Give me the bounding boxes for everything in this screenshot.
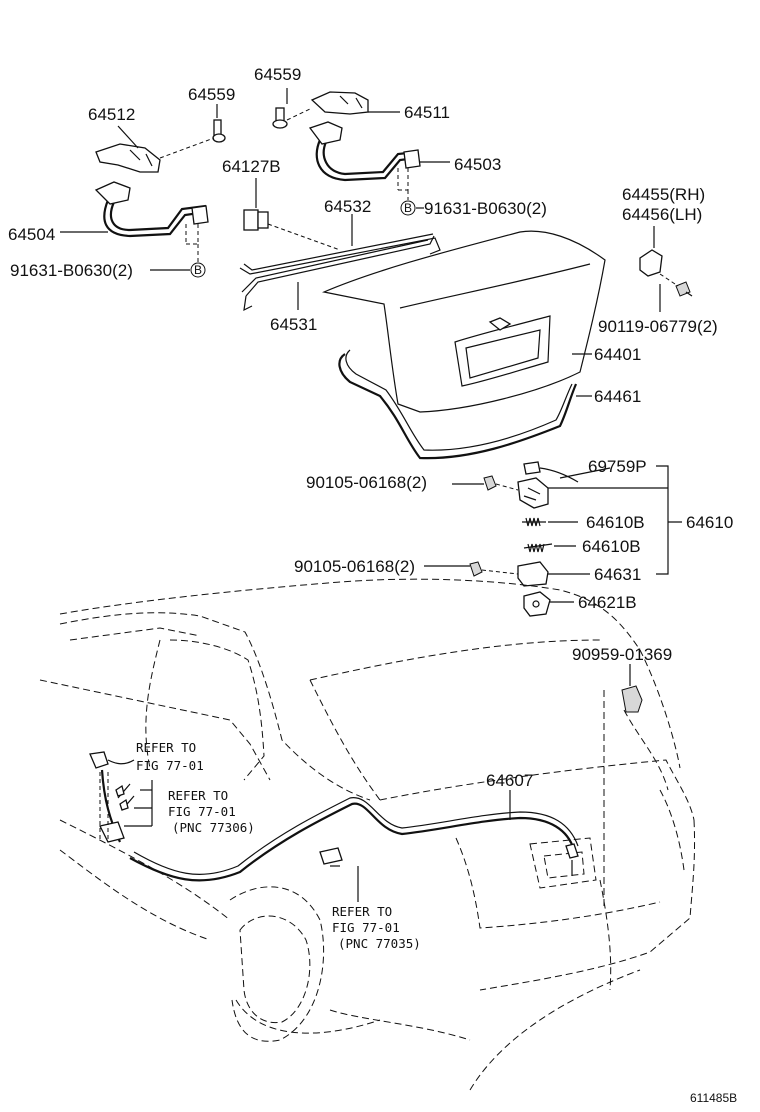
part-64631-cylinder [517, 561, 590, 587]
b-marker-a: B [400, 200, 424, 216]
label-90959: 90959-01369 [572, 645, 672, 664]
part-64127b-clip [243, 178, 341, 251]
label-64531: 64531 [270, 315, 317, 334]
part-64621b-bracket [523, 591, 574, 617]
ref2-parts [115, 780, 153, 827]
label-64127b: 64127B [222, 157, 281, 176]
label-90105-b: 90105-06168(2) [294, 557, 415, 576]
ref2-line3: (PNC 77306) [172, 820, 255, 835]
part-90105-bolt-b [424, 561, 519, 577]
label-64504: 64504 [8, 225, 55, 244]
b-marker-text: B [404, 201, 412, 215]
label-64503: 64503 [454, 155, 501, 174]
part-64503-hinge-arm [308, 121, 450, 200]
label-91631-a: 91631-B0630(2) [424, 199, 547, 218]
part-64559-bolt-b [159, 104, 226, 159]
part-64511-hinge [310, 91, 400, 115]
label-90105-a: 90105-06168(2) [306, 473, 427, 492]
ref1-line2: FIG 77-01 [136, 758, 204, 773]
label-91631-b: 91631-B0630(2) [10, 261, 133, 280]
part-90105-bolt-a [452, 475, 519, 491]
car-body-outline [39, 578, 696, 1091]
part-64610-lock [517, 477, 596, 509]
label-64456-lh: 64456(LH) [622, 205, 702, 224]
part-64531-torsion-bar [241, 235, 435, 312]
label-64610b-a: 64610B [586, 513, 645, 532]
b-marker-b: B [150, 262, 206, 278]
part-64610b-spring-a [522, 517, 578, 527]
label-64455-rh: 64455(RH) [622, 185, 705, 204]
part-64461-weatherstrip [338, 349, 592, 460]
svg-text:B: B [194, 263, 202, 277]
label-64512: 64512 [88, 105, 135, 124]
ref1-line1: REFER TO [136, 740, 196, 755]
label-64401: 64401 [594, 345, 641, 364]
label-64610: 64610 [686, 513, 733, 532]
label-90119: 90119-06779(2) [598, 317, 718, 336]
ref1-leader [99, 759, 135, 840]
label-64461: 64461 [594, 387, 641, 406]
part-90119-bolt [659, 273, 693, 312]
bracket-64610 [596, 465, 682, 575]
label-69759p: 69759P [588, 457, 647, 476]
label-64621b: 64621B [578, 593, 637, 612]
label-64559-b: 64559 [188, 85, 235, 104]
label-64559-a: 64559 [254, 65, 301, 84]
part-64504-hinge-arm [60, 181, 209, 262]
ref3-line1: REFER TO [332, 904, 392, 919]
part-64455-stopper [639, 226, 663, 277]
part-64610b-spring-b [523, 543, 576, 553]
ref2-line2: FIG 77-01 [168, 804, 236, 819]
ref3-leader [330, 865, 359, 902]
label-64610b-b: 64610B [582, 537, 641, 556]
figure-id: 611485B [690, 1091, 737, 1105]
part-90959-clamp [621, 664, 643, 713]
label-64631: 64631 [594, 565, 641, 584]
part-64607-cable [89, 751, 579, 882]
label-64511: 64511 [404, 103, 450, 122]
label-64607: 64607 [486, 771, 533, 790]
label-64532: 64532 [324, 197, 371, 216]
ref3-line2: FIG 77-01 [332, 920, 400, 935]
part-69759p-switch [523, 461, 611, 483]
ref2-line1: REFER TO [168, 788, 228, 803]
part-64401-trunk-lid [321, 230, 606, 413]
part-64559-bolt-a [272, 88, 313, 129]
part-64532-torsion-bar [239, 214, 441, 275]
ref3-line3: (PNC 77035) [338, 936, 421, 951]
part-64512-hinge [95, 125, 161, 173]
